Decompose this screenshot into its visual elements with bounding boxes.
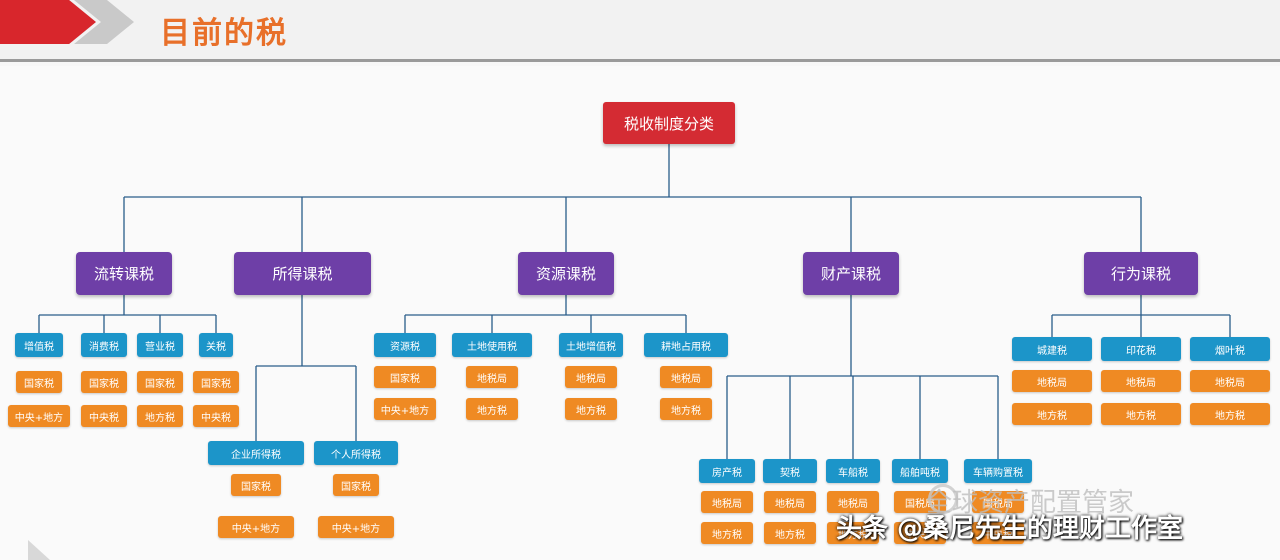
watermark-text: 全球资产配置管家: [926, 488, 1135, 518]
tax-node: 土地使用税: [452, 333, 532, 357]
sub-node: 地方税: [1101, 403, 1181, 425]
tax-node: 土地增值税: [559, 333, 623, 357]
sub-node: 中央+地方: [218, 516, 294, 538]
sub-node: 地方税: [466, 398, 518, 420]
watermark-logo-icon: [928, 484, 958, 514]
sub-node: 国家税: [137, 371, 183, 393]
tax-node: 车辆购置税: [964, 459, 1032, 483]
credit-text: 头条 @桑尼先生的理财工作室: [836, 514, 1184, 544]
category-node: 资源课税: [518, 252, 614, 295]
sub-node: 国家税: [333, 474, 379, 496]
sub-node: 地方税: [660, 398, 712, 420]
tax-node: 个人所得税: [314, 441, 398, 465]
sub-node: 国家税: [193, 371, 239, 393]
sub-node: 地方税: [137, 405, 183, 427]
sub-node: 地方税: [565, 398, 617, 420]
category-node: 所得课税: [234, 252, 371, 295]
sub-node: 地税局: [565, 366, 617, 388]
sub-node: 地税局: [1190, 370, 1270, 392]
sub-node: 中央+地方: [374, 398, 436, 420]
sub-node: 地税局: [660, 366, 712, 388]
sub-node: 地税局: [701, 491, 753, 513]
sub-node: 地方税: [764, 522, 816, 544]
sub-node: 国家税: [16, 371, 62, 393]
root-node: 税收制度分类: [603, 102, 735, 144]
sub-node: 中央税: [972, 522, 1024, 544]
sub-node: 地税局: [1101, 370, 1181, 392]
sub-node: 国家税: [81, 371, 127, 393]
category-node: 财产课税: [803, 252, 899, 295]
tax-node: 烟叶税: [1190, 337, 1270, 361]
sub-node: 中央税: [894, 522, 946, 544]
sub-node: 地税局: [466, 366, 518, 388]
diagram-canvas: [0, 66, 1280, 560]
category-node: 流转课税: [76, 252, 172, 295]
category-node: 行为课税: [1084, 252, 1198, 295]
sub-node: 国家税: [231, 474, 281, 496]
tax-node: 契税: [763, 459, 817, 483]
sub-node: 中央税: [193, 405, 239, 427]
tax-node: 船舶吨税: [892, 459, 948, 483]
page-title: 目前的税: [160, 16, 288, 51]
sub-node: 地方税: [1012, 403, 1092, 425]
sub-node: 地税局: [764, 491, 816, 513]
tax-node: 增值税: [15, 333, 63, 357]
tax-node: 印花税: [1101, 337, 1181, 361]
sub-node: 中央+地方: [318, 516, 394, 538]
sub-node: 国税局: [972, 491, 1024, 513]
tax-node: 企业所得税: [208, 441, 304, 465]
sub-node: 地方税: [827, 522, 879, 544]
tax-node: 消费税: [81, 333, 127, 357]
tax-node: 关税: [199, 333, 233, 357]
sub-node: 国家税: [374, 366, 436, 388]
sub-node: 地方税: [1190, 403, 1270, 425]
title-bar: 目前的税: [0, 0, 1280, 62]
tax-node: 资源税: [374, 333, 436, 357]
sub-node: 中央税: [81, 405, 127, 427]
sub-node: 地税局: [1012, 370, 1092, 392]
sub-node: 地税局: [827, 491, 879, 513]
sub-node: 地方税: [701, 522, 753, 544]
tax-node: 营业税: [137, 333, 183, 357]
tax-node: 耕地占用税: [644, 333, 728, 357]
tax-node: 城建税: [1012, 337, 1092, 361]
tax-node: 车船税: [826, 459, 880, 483]
tax-node: 房产税: [699, 459, 755, 483]
sub-node: 中央+地方: [8, 405, 70, 427]
